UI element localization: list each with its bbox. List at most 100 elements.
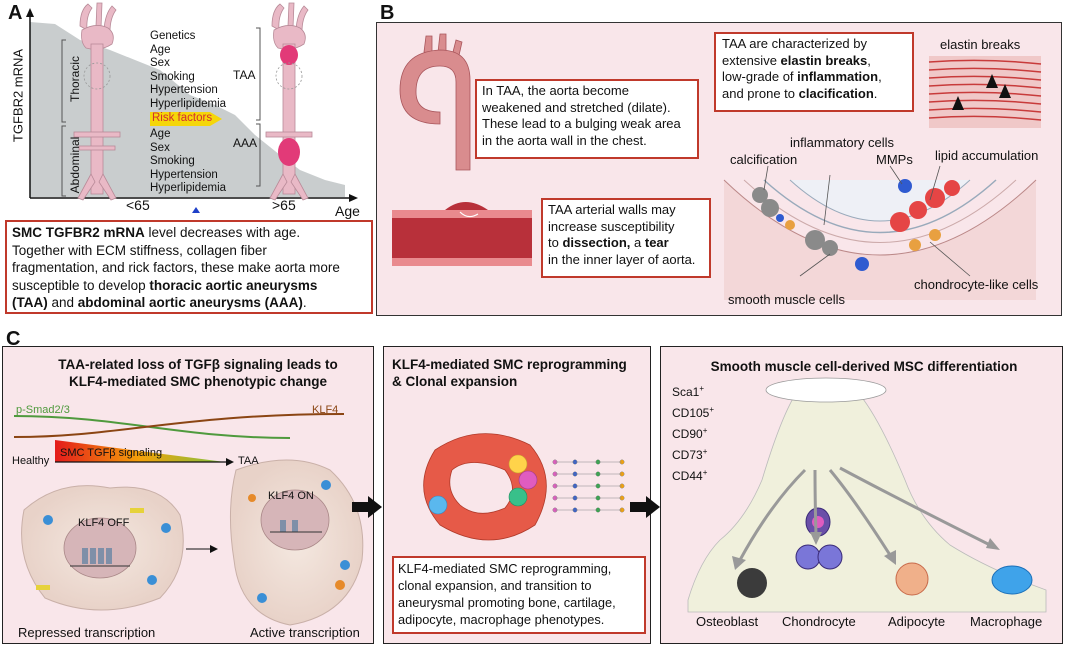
panel-a-graphic [26, 2, 358, 213]
marker-cd105: CD105+ [672, 405, 715, 420]
panel-a-summary-text: SMC TGFBR2 mRNA level decreases with age… [12, 224, 372, 312]
factor-genetics: Genetics [150, 30, 196, 42]
panel-b-box-3-text: TAA arterial walls may increase suscepti… [548, 202, 716, 268]
repressed-transcription-label: Repressed transcription [18, 625, 156, 640]
factor-age: Age [150, 43, 171, 56]
marker-cd44: CD44+ [672, 468, 708, 483]
c3-title: Smooth muscle cell-derived MSC different… [710, 359, 1018, 374]
b2-line4c: . [873, 85, 878, 101]
factor-smoking-2: Smoking [150, 155, 195, 167]
b3-line3a: to [548, 235, 563, 250]
panel-letter-a: A [8, 2, 23, 24]
factor-sex: Sex [150, 57, 170, 69]
b2-line4a: and prone to [722, 85, 799, 101]
psmad-label: p-Smad2/3 [16, 404, 70, 416]
risk-factors-label: Risk factors [152, 112, 213, 124]
panel-b-box-2 [714, 32, 914, 112]
panel-letter-c: C [6, 328, 21, 350]
b1-line3: These lead to a bulging weak area [482, 116, 681, 131]
panel-b-box-1 [475, 79, 699, 159]
summary-l4: susceptible to develop [12, 277, 150, 293]
tgfb-signaling-label: SMC TGFβ signaling [60, 447, 163, 459]
c2-title: KLF4-mediated SMC reprogramming & Clonal… [392, 356, 647, 390]
factor-age-2: Age [150, 128, 171, 140]
calcification-label: calcification [730, 152, 798, 167]
factor-hyperlipidemia: Hyperlipidemia [150, 97, 227, 110]
marker-cd73: CD73+ [672, 447, 708, 462]
b2-calcification: clacification [798, 85, 874, 101]
b3-line1: TAA arterial walls may [548, 202, 676, 217]
b2-line2a: extensive [722, 52, 781, 68]
b1-line2: weakened and stretched (dilate). [482, 99, 671, 115]
b3-line3c: a [630, 235, 645, 250]
klf4-label: KLF4 [312, 404, 339, 416]
msc-markers: Sca1+ CD105+ CD90+ CD73+ CD44+ [672, 380, 714, 485]
taa-label: TAA [233, 68, 256, 82]
panel-b-box-3 [541, 198, 711, 278]
marker-sca1: Sca1+ [672, 384, 705, 399]
klf4-off-label: KLF4 OFF [78, 517, 130, 529]
lipid-accumulation-label: lipid accumulation [935, 148, 1039, 163]
summary-l2: Together with ECM stiffness, collagen fi… [12, 242, 267, 258]
thoracic-factors: Genetics Age Sex Smoking Hypertension Hy… [150, 30, 226, 111]
summary-taa-abbr: (TAA) [12, 295, 48, 310]
panel-b-graphic [392, 33, 1042, 300]
b3-line2: increase susceptibility [548, 218, 675, 234]
b2-line2c: , [867, 52, 871, 68]
b2-line3c: , [878, 69, 882, 84]
healthy-label: Healthy [12, 455, 50, 467]
marker-cd90: CD90+ [672, 426, 708, 441]
c1-title-line1: TAA-related loss of TGFβ signaling leads… [58, 357, 338, 372]
factor-hypertension-2: Hypertension [150, 168, 218, 181]
active-transcription-label: Active transcription [250, 625, 360, 640]
summary-aaa-bold: abdominal aortic aneurysms (AAA) [77, 295, 303, 310]
summary-l3: fragmentation, and rick factors, these m… [12, 260, 340, 275]
fate-chondrocyte: Chondrocyte [782, 614, 856, 629]
fate-osteoblast: Osteoblast [696, 614, 759, 629]
c2-line3: aneurysmal promoting bone, cartilage, [398, 595, 616, 610]
c1-title: TAA-related loss of TGFβ signaling leads… [28, 356, 368, 390]
summary-l1: level decreases with age. [144, 225, 301, 240]
smooth-muscle-cells-label: smooth muscle cells [728, 292, 846, 307]
b2-elastin-breaks: elastin breaks [780, 52, 868, 68]
c2-line1: KLF4-mediated SMC reprogramming, [398, 561, 612, 576]
c2-line2: clonal expansion, and transition to [398, 578, 592, 593]
chondrocyte-like-cells-label: chondrocyte-like cells [914, 277, 1039, 292]
b3-tear: tear [644, 235, 669, 250]
c2-title-line2: & Clonal expansion [392, 374, 518, 389]
mmps-label: MMPs [876, 152, 913, 167]
b1-line4: in the aorta wall in the chest. [482, 132, 647, 148]
c1-title-line2: KLF4-mediated SMC phenotypic change [68, 374, 328, 389]
inflammatory-cells-label: inflammatory cells [790, 135, 895, 150]
fate-macrophage: Macrophage [970, 614, 1043, 629]
age-low-label: <65 [126, 197, 150, 213]
klf4-on-label: KLF4 ON [268, 490, 314, 502]
elastin-breaks-label: elastin breaks [940, 37, 1021, 52]
b2-line1: TAA are characterized by [722, 36, 867, 51]
b2-line3a: low-grade of [722, 69, 798, 84]
aaa-label: AAA [233, 136, 258, 150]
summary-end: . [302, 295, 307, 310]
age-high-label: >65 [272, 197, 296, 213]
summary-and: and [47, 295, 78, 310]
factor-sex-2: Sex [150, 141, 170, 154]
taa-arrow-label: TAA [238, 455, 259, 467]
factor-smoking: Smoking [150, 70, 195, 83]
panel-a-summary-box [5, 220, 373, 314]
abdominal-factors: Age Sex Smoking Hypertension Hyperlipide… [150, 128, 226, 196]
factor-hyperlipidemia-2: Hyperlipidemia [150, 182, 227, 194]
panel-b-box-1-text: In TAA, the aorta become weakened and st… [482, 83, 702, 149]
c2-caption-box [392, 556, 646, 634]
b1-line1: In TAA, the aorta become [482, 83, 629, 98]
age-axis-label: Age [335, 203, 360, 219]
b2-inflammation: inflammation [797, 69, 879, 84]
c2-title-line1: KLF4-mediated SMC reprogramming [392, 357, 627, 372]
fate-adipocyte: Adipocyte [888, 614, 946, 629]
b3-line4: in the inner layer of aorta. [548, 251, 696, 267]
panel-letter-b: B [380, 2, 395, 24]
c2-line4: adipocyte, macrophage phenotypes. [398, 612, 605, 627]
c2-caption-text: KLF4-mediated SMC reprogramming, clonal … [398, 560, 648, 628]
tgfbr2-bold: SMC TGFBR2 mRNA [12, 225, 145, 240]
factor-hypertension: Hypertension [150, 84, 218, 96]
